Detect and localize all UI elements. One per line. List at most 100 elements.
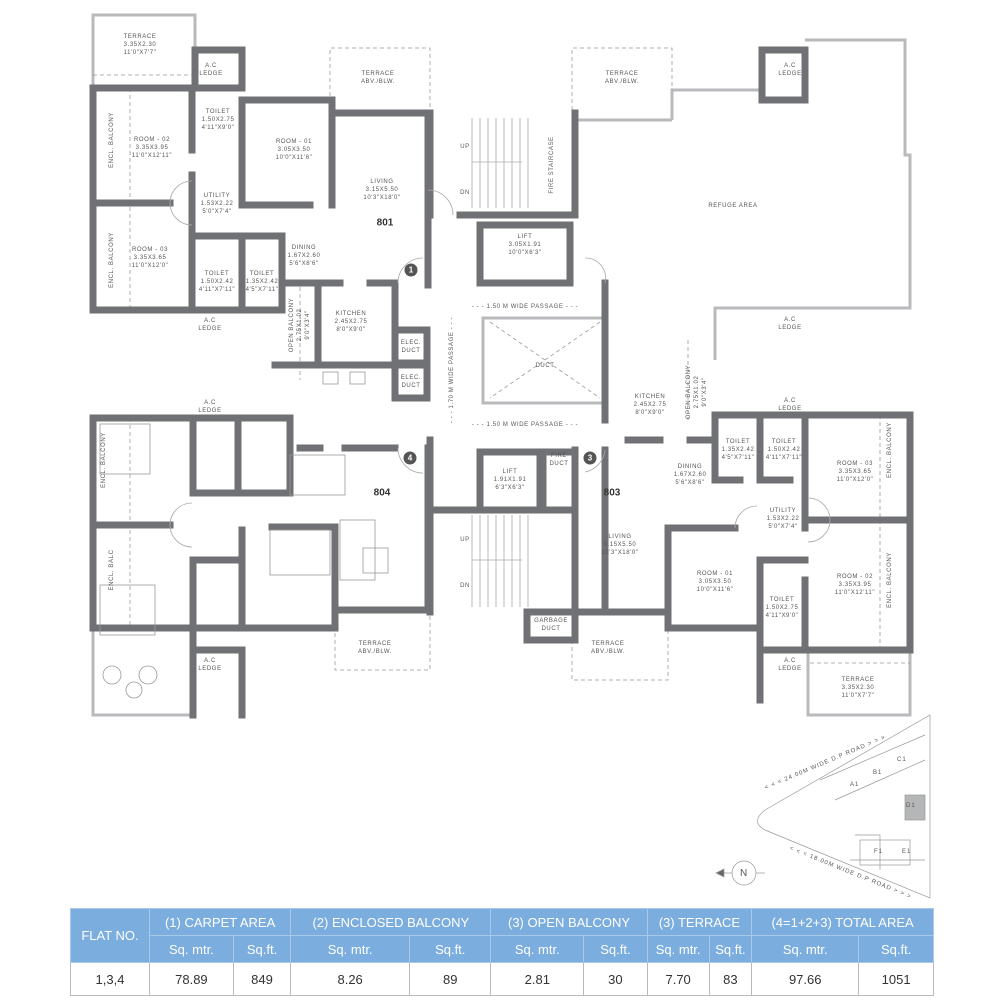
cell-carpet-sqft: 849 <box>232 962 292 996</box>
door-swings <box>169 180 831 548</box>
garbage-duct-label: GARBAGE DUCT <box>534 618 568 632</box>
building-a1: A1 <box>850 782 860 788</box>
unit-sqm: Sq. mtr. <box>646 935 710 963</box>
building-f1: F1 <box>874 849 884 855</box>
803-ac-ledge-top: A.C LEDGE <box>778 398 802 412</box>
walls <box>89 46 914 719</box>
header-open-balcony: (3) OPEN BALCONY <box>490 908 648 936</box>
header-total-area: (4=1+2+3) TOTAL AREA <box>751 908 934 936</box>
cell-total-sqft: 1051 <box>858 962 934 996</box>
elec-duct-1-label: ELEC. DUCT <box>400 340 422 354</box>
building-e1: E1 <box>902 849 912 855</box>
stair-dn-1: DN <box>460 190 470 196</box>
stair-up-1: UP <box>460 144 470 150</box>
unit-sqft: Sq.ft. <box>232 935 292 963</box>
cell-terrace-sqm: 7.70 <box>646 962 710 996</box>
unit-sqm: Sq. mtr. <box>290 935 411 963</box>
header-terrace: (3) TERRACE <box>646 908 753 936</box>
801-encl-balcony-1: ENCL. BALCONY <box>109 112 115 168</box>
entry-marker-1: 1 <box>404 263 418 277</box>
cell-encl-sqm: 8.26 <box>290 962 411 996</box>
fire-duct-label: FIRE DUCT <box>549 453 569 467</box>
804-encl-balcony-2: ENCL. BALC <box>109 549 115 591</box>
cell-flat-no: 1,3,4 <box>70 962 150 996</box>
flat-803-number: 803 <box>603 487 621 499</box>
refuge-ac-ledge-bottom: A.C LEDGE <box>778 317 802 331</box>
cell-encl-sqft: 89 <box>409 962 492 996</box>
entry-marker-4: 4 <box>403 451 417 465</box>
stair-dn-2: DN <box>460 583 470 589</box>
passage-vertical-label: - - - 1.70 M WIDE PASSAGE - - - <box>449 316 455 424</box>
cell-total-sqm: 97.66 <box>751 962 860 996</box>
804-encl-balcony-1: ENCL. BALCONY <box>101 432 107 488</box>
refuge-area-label: REFUGE AREA <box>708 203 758 209</box>
unit-sqft: Sq.ft. <box>583 935 648 963</box>
building-b1: B1 <box>873 770 883 776</box>
dashed-outlines <box>93 47 910 681</box>
passage-top-label: - - - 1.50 M WIDE PASSAGE - - - <box>471 304 579 310</box>
header-enclosed-balcony: (2) ENCLOSED BALCONY <box>290 908 492 936</box>
north-icon: N <box>740 868 748 879</box>
801-ac-ledge-top: A.C LEDGE <box>199 63 223 77</box>
804-ac-ledge-bottom: A.C LEDGE <box>198 658 222 672</box>
unit-sqft: Sq.ft. <box>409 935 492 963</box>
stair-up-2: UP <box>460 537 470 543</box>
cell-terrace-sqft: 83 <box>708 962 753 996</box>
cell-carpet-sqm: 78.89 <box>149 962 234 996</box>
refuge-terrace-abv: TERRACE ABV./BLW. <box>604 71 640 85</box>
building-c1: C1 <box>897 757 907 763</box>
unit-sqm: Sq. mtr. <box>751 935 860 963</box>
801-terrace-abv: TERRACE ABV./BLW. <box>360 71 396 85</box>
header-carpet-area: (1) CARPET AREA <box>148 908 292 936</box>
site-plan-map <box>715 714 931 899</box>
entry-marker-3: 3 <box>583 451 597 465</box>
building-d1-highlighted: D1 <box>906 803 916 809</box>
804-ac-ledge-top: A.C LEDGE <box>198 400 222 414</box>
furniture <box>99 371 389 699</box>
header-flat-no: FLAT NO. <box>70 908 150 963</box>
fire-staircase-label: FIRE STAIRCASE <box>549 136 555 194</box>
flat-804-number: 804 <box>373 487 391 499</box>
804-terrace-abv: TERRACE ABV./BLW. <box>357 641 393 655</box>
duct-label: DUCT <box>535 363 555 369</box>
unit-sqm: Sq. mtr. <box>490 935 585 963</box>
cell-open-sqft: 30 <box>583 962 648 996</box>
refuge-ac-ledge-top: A.C LEDGE <box>778 63 802 77</box>
cell-open-sqm: 2.81 <box>490 962 585 996</box>
passage-bottom-label: - - - 1.50 M WIDE PASSAGE - - - <box>471 422 579 428</box>
803-encl-balcony-1: ENCL. BALCONY <box>887 422 893 478</box>
unit-sqft: Sq.ft. <box>708 935 753 963</box>
801-encl-balcony-2: ENCL. BALCONY <box>109 232 115 288</box>
stair-treads <box>471 118 529 607</box>
table-row: 1,3,4 78.89 849 8.26 89 2.81 30 7.70 83 … <box>70 962 934 996</box>
unit-sqft: Sq.ft. <box>858 935 934 963</box>
flat-801-number: 801 <box>376 217 394 229</box>
